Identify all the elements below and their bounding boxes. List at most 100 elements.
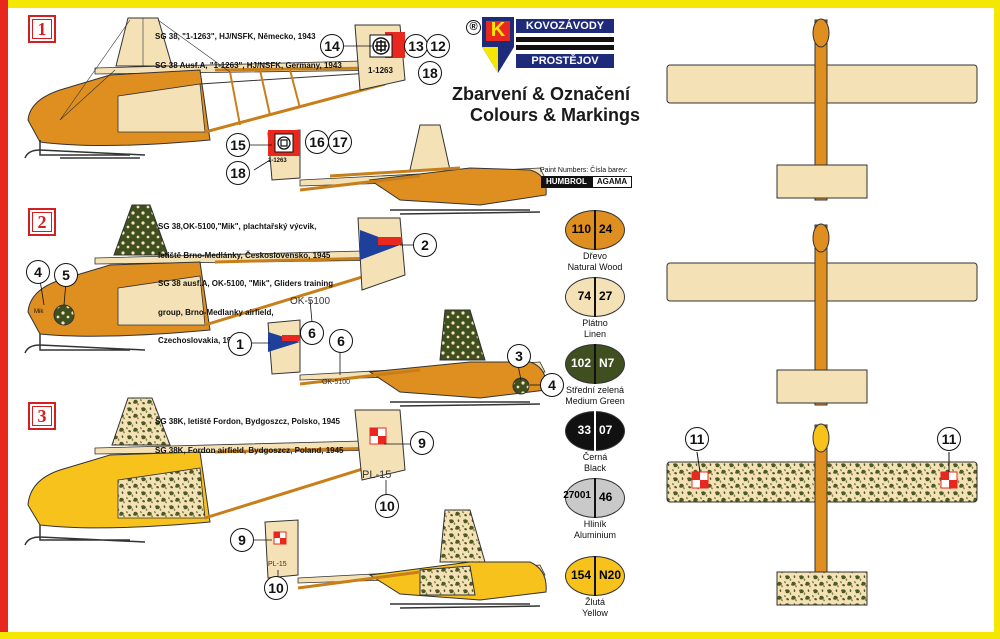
scheme-number-1: 1 (28, 15, 56, 43)
callout-12: 12 (426, 34, 450, 58)
logo-badge: K (482, 17, 514, 73)
top-border (0, 0, 1000, 8)
callout-6-lower: 6 (329, 329, 353, 353)
agama-number: 27 (599, 289, 613, 303)
registered-mark: ® (466, 20, 481, 35)
callout-4-lower: 4 (540, 373, 564, 397)
paint-name-cz: Střední zelená (565, 385, 625, 395)
glider-1b (267, 124, 547, 215)
title-line-2: Colours & Markings (470, 105, 641, 125)
swatch-divider (594, 478, 596, 518)
svg-text:Mik: Mik (34, 309, 44, 315)
brand-agama: AGAMA (591, 176, 633, 188)
paint-name-en: Medium Green (565, 396, 625, 406)
scheme-2-caption: SG 38,OK-5100,"Mik", plachtařský výcvik,… (158, 203, 333, 365)
callout-11-right: 11 (937, 427, 961, 451)
caption-line: group, Brno-Medlanky airfield, (158, 307, 274, 317)
svg-text:PL-15: PL-15 (362, 469, 391, 481)
agama-number: 24 (599, 222, 613, 236)
paint-swatch-wood: 110 24 (565, 210, 625, 250)
paint-name-cz: Hliník (583, 519, 607, 529)
left-border (0, 0, 8, 639)
scheme-3-caption: SG 38K, letiště Fordon, Bydgoszcz, Polsk… (155, 398, 344, 474)
glider-3a: PL-15 (24, 397, 406, 546)
agama-number: 46 (599, 490, 613, 504)
paint-swatch-black: 33 07 (565, 411, 625, 451)
swatch-divider (594, 210, 596, 250)
paint-name-green: Střední zelená Medium Green (545, 385, 645, 407)
callout-3: 3 (507, 344, 531, 368)
paint-name-cz: Plátno (582, 318, 608, 328)
caption-line: SG 38K, letiště Fordon, Bydgoszcz, Polsk… (155, 417, 340, 426)
callout-15: 15 (226, 133, 250, 157)
agama-number: 07 (599, 423, 613, 437)
leader-lines (39, 45, 542, 578)
callout-10: 10 (375, 494, 399, 518)
svg-text:OK-5100: OK-5100 (322, 379, 350, 386)
paint-name-en: Aluminium (573, 530, 616, 540)
paint-name-cz: Žlutá (584, 597, 605, 607)
agama-number: N7 (599, 356, 615, 370)
paint-name-aluminium: Hliník Aluminium (545, 519, 645, 541)
swatch-divider (594, 344, 596, 384)
scheme-1-caption: SG 38, "1-1263", HJ/NSFK, Německo, 1943 … (155, 13, 342, 89)
callout-5: 5 (54, 263, 78, 287)
plan-view-3 (666, 423, 978, 606)
caption-line: Czechoslovakia, 1945 (158, 336, 241, 345)
paint-name-en: Yellow (582, 608, 608, 618)
paint-swatch-green: 102 N7 (565, 344, 625, 384)
svg-text:PL-15: PL-15 (268, 561, 287, 568)
callout-4: 4 (26, 260, 50, 284)
paint-name-wood: Dřevo Natural Wood (545, 251, 645, 273)
plan-view-2 (666, 223, 978, 406)
glider-1a (24, 17, 406, 159)
callout-16: 16 (305, 130, 329, 154)
logo-line-2: PROSTĚJOV (516, 54, 614, 68)
tail-registration-1: 1-1263 (368, 66, 393, 75)
callout-14: 14 (320, 34, 344, 58)
humbrol-number: 110 (571, 222, 591, 236)
humbrol-number: 27001 (563, 490, 591, 501)
scheme-number-2: 2 (28, 208, 56, 236)
callout-11-left: 11 (685, 427, 709, 451)
callout-9-lower: 9 (230, 528, 254, 552)
swatch-divider (594, 411, 596, 451)
swatch-divider (594, 277, 596, 317)
caption-line: SG 38,OK-5100,"Mik", plachtařský výcvik, (158, 222, 317, 231)
humbrol-number: 102 (570, 356, 591, 370)
paint-name-linen: Plátno Linen (545, 318, 645, 340)
bottom-border (0, 632, 1000, 639)
paint-name-black: Černá Black (545, 452, 645, 474)
paint-name-en: Natural Wood (567, 262, 623, 272)
paint-name-cz: Dřevo (582, 251, 607, 261)
humbrol-number: 74 (577, 289, 591, 303)
caption-line: SG 38 ausf.A, OK-5100, "Mik", Gliders tr… (158, 279, 334, 288)
page-title: Zbarvení & Označení Colours & Markings (452, 84, 640, 126)
agama-number: N20 (599, 568, 622, 582)
paint-swatch-aluminium: 27001 46 (563, 478, 625, 518)
paint-name-yellow: Žlutá Yellow (545, 597, 645, 619)
paint-brands: HUMBROL AGAMA (541, 176, 633, 188)
callout-9: 9 (410, 431, 434, 455)
caption-line: letiště Brno-Medlánky, Československo, 1… (158, 250, 331, 260)
logo-line-1: KOVOZÁVODY (516, 19, 614, 33)
title-line-1: Zbarvení & Označení (452, 84, 631, 104)
callout-18: 18 (418, 61, 442, 85)
logo-stripe (516, 37, 614, 42)
callout-1: 1 (228, 332, 252, 356)
callout-17: 17 (328, 130, 352, 154)
paint-numbers-label: Paint Numbers: Čísla barev: (540, 167, 628, 174)
glider-2b: OK-5100 (267, 309, 547, 407)
swatch-divider (594, 556, 596, 596)
brand-humbrol: HUMBROL (541, 176, 592, 188)
tail-registration-1b: 1-1263 (268, 158, 287, 164)
caption-line: SG 38, "1-1263", HJ/NSFK, Německo, 1943 (155, 32, 316, 41)
logo-stripe (516, 45, 614, 50)
callout-18-lower: 18 (226, 161, 250, 185)
logo-block: ® K KOVOZÁVODY PROSTĚJOV (466, 17, 616, 73)
callout-2: 2 (413, 233, 437, 257)
plan-view-1 (666, 18, 978, 201)
callout-13: 13 (404, 34, 428, 58)
paint-name-en: Black (583, 463, 606, 473)
